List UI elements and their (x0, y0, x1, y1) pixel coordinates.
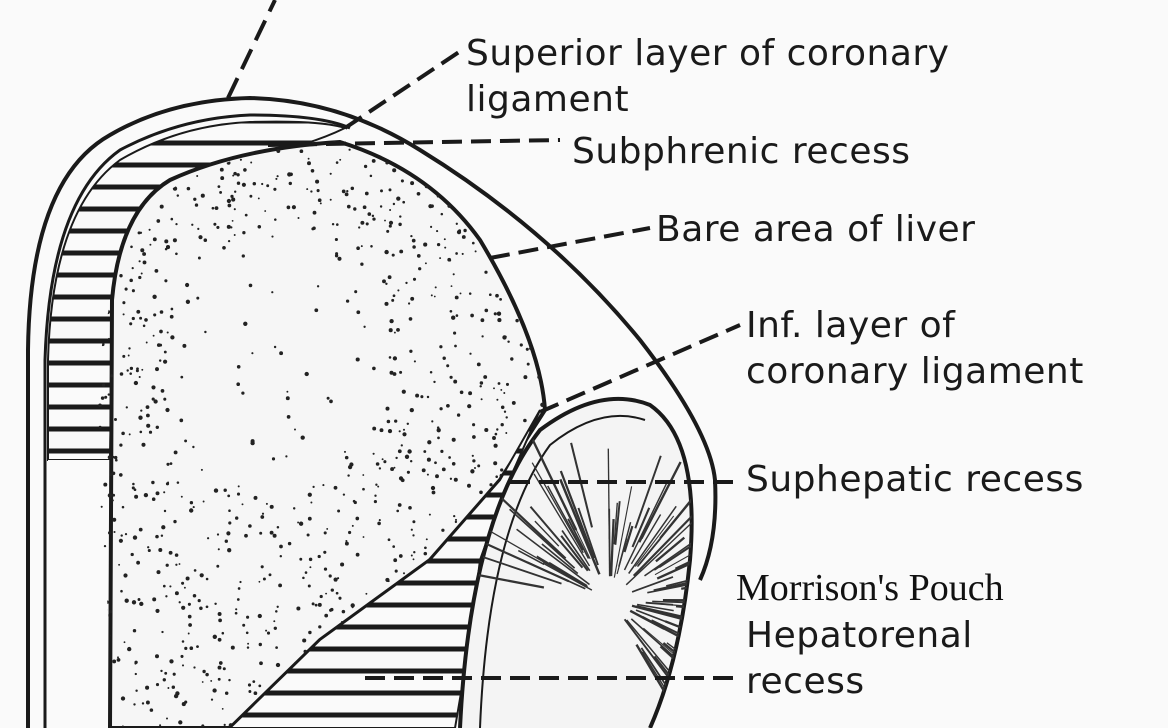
label-hepatorenal-line2: recess (746, 662, 865, 702)
label-bare-area-of-liver: Bare area of liver (656, 210, 975, 250)
top-leader-line (228, 0, 275, 98)
label-subhepatic-recess: Suphepatic recess (746, 460, 1084, 500)
leader-superior-coronary (345, 50, 462, 128)
label-inferior-coronary-line2: coronary ligament (746, 352, 1084, 392)
label-superior-coronary-line2: ligament (466, 80, 629, 120)
label-morrisons-pouch: Morrison's Pouch (736, 568, 1004, 608)
label-inferior-coronary-line1: Inf. layer of (746, 306, 955, 346)
label-hepatorenal-line1: Hepatorenal (746, 616, 973, 656)
leader-bare-area (490, 228, 650, 258)
label-superior-coronary-line1: Superior layer of coronary (466, 34, 949, 74)
label-subphrenic-recess: Subphrenic recess (572, 132, 911, 172)
